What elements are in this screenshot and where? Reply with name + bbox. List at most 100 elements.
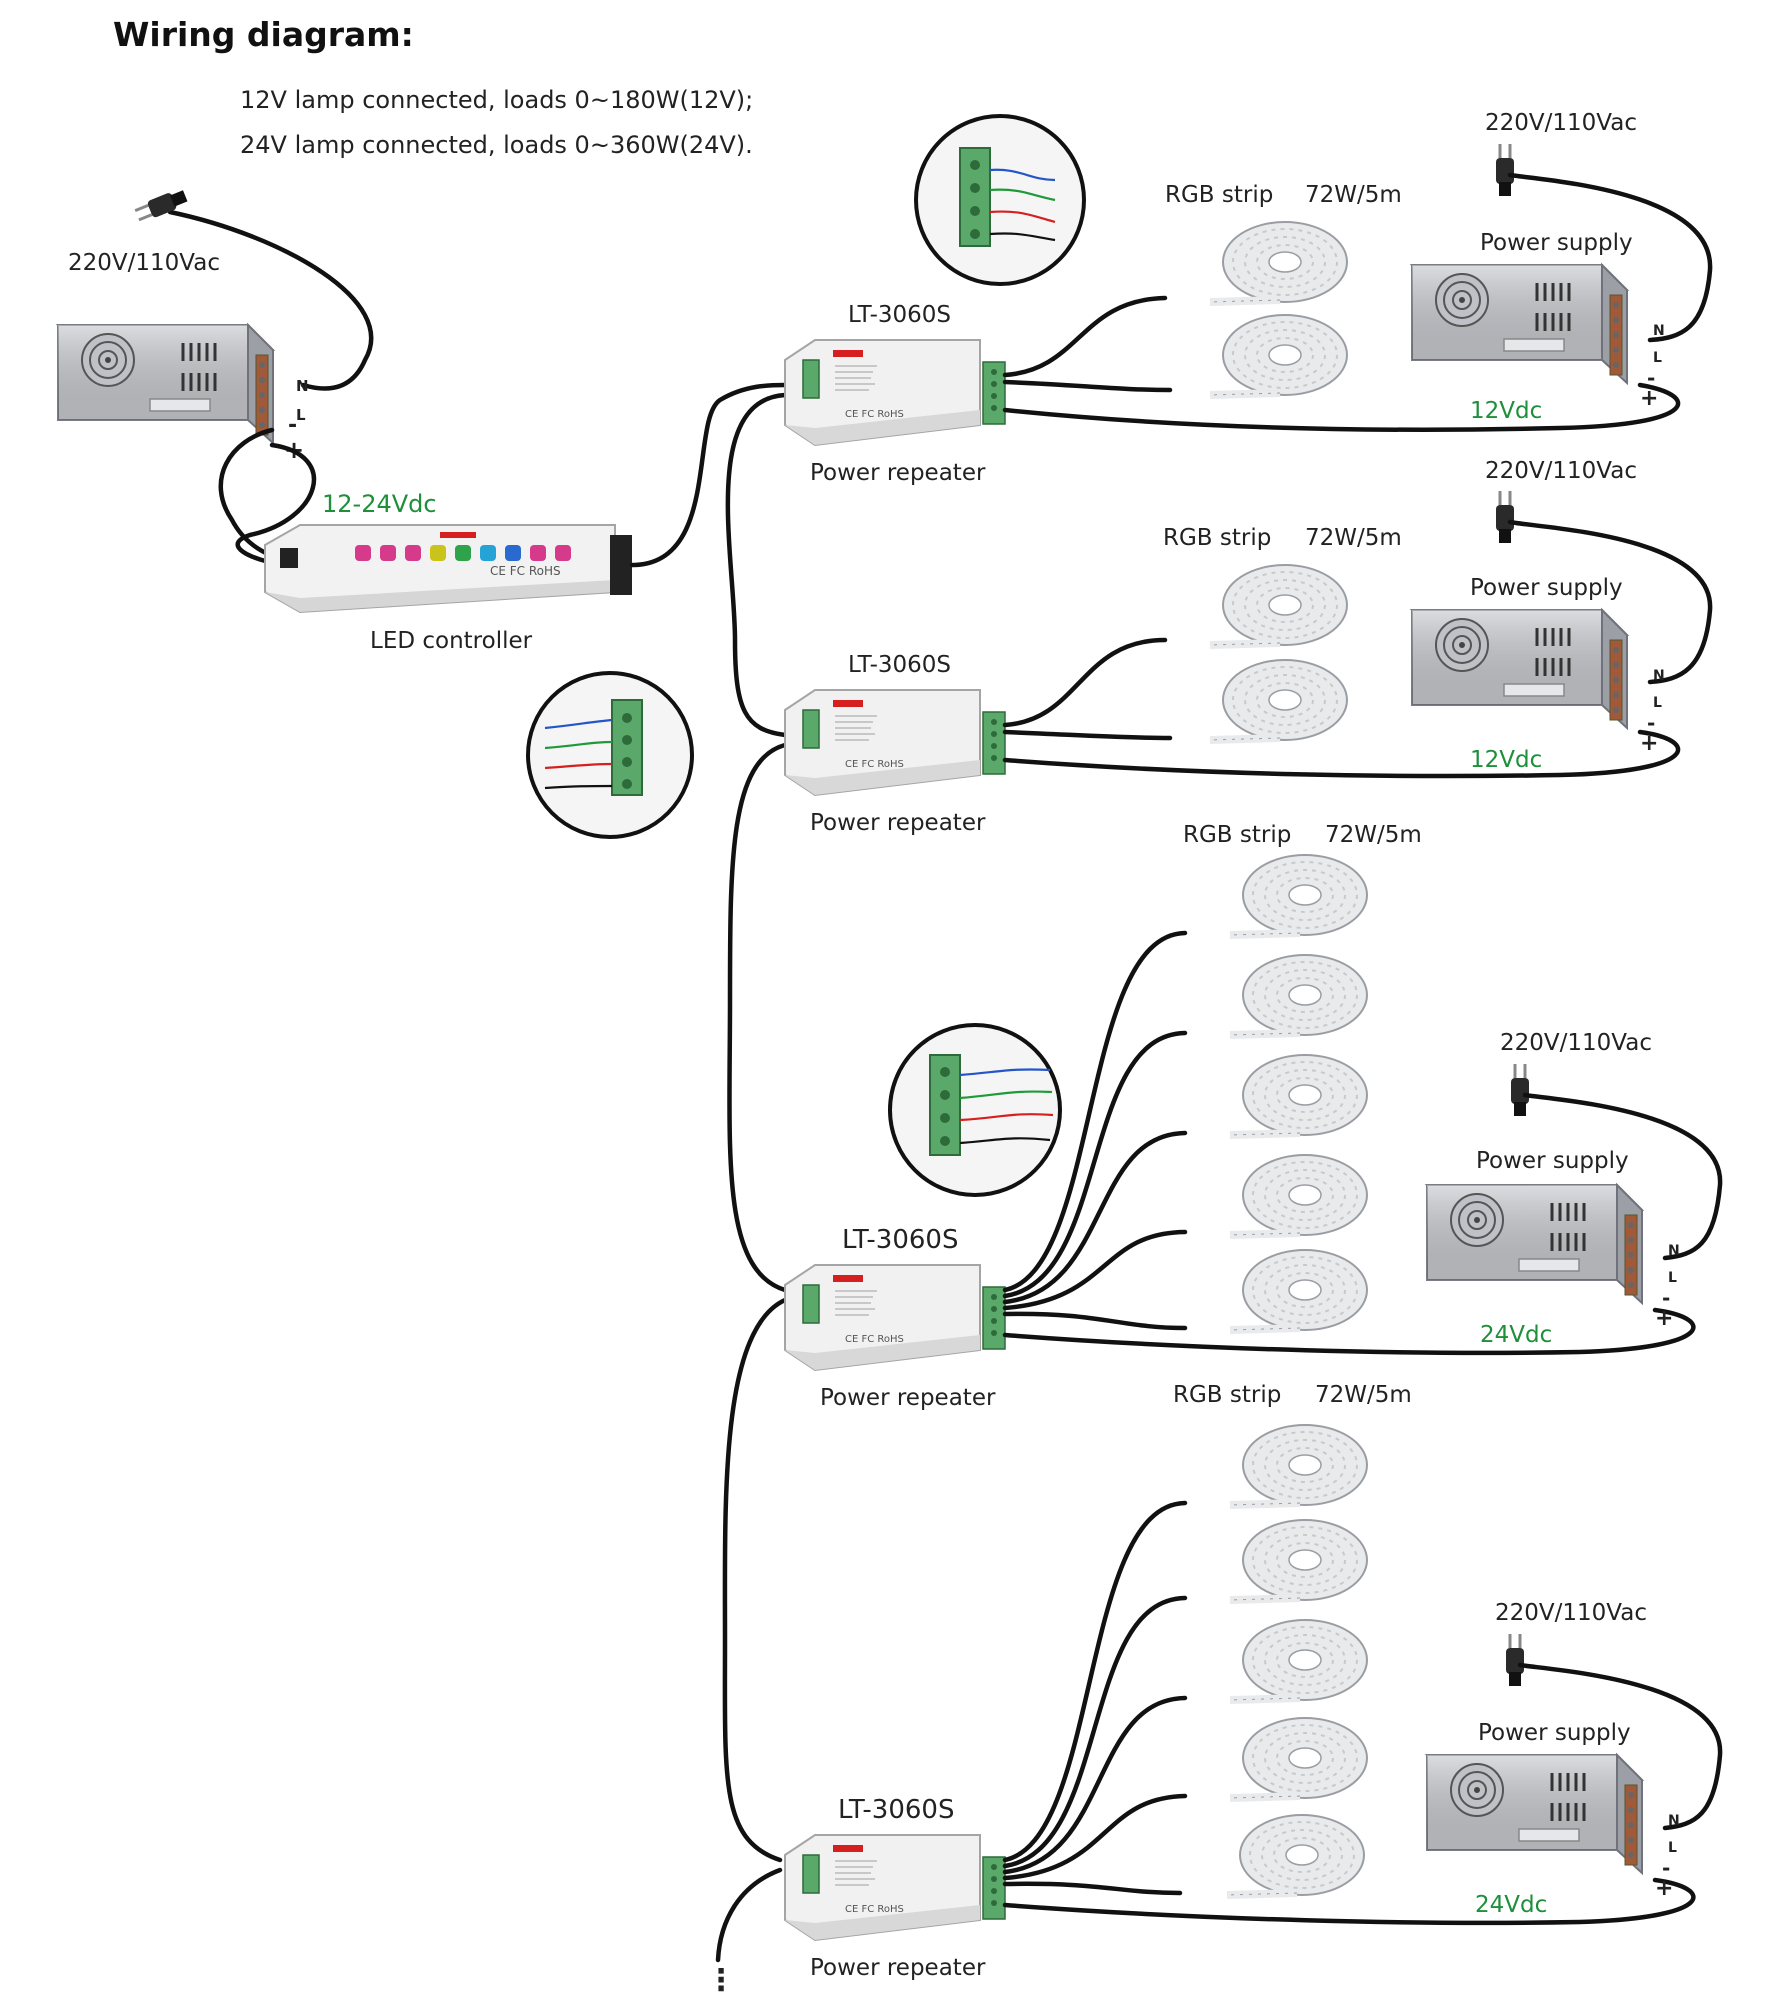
led-controller: CE FC RoHS xyxy=(264,524,632,614)
repeater-2-body xyxy=(784,689,1006,796)
psu-2-plug-icon xyxy=(1494,489,1516,545)
strip-3-label: RGB strip xyxy=(1183,822,1291,848)
psu-3-n-mark: N xyxy=(1668,1243,1680,1259)
psu-3-dc-label: 24Vdc xyxy=(1480,1322,1552,1348)
strip-4c-reel xyxy=(1230,1620,1367,1700)
psu-1-dc-wire xyxy=(1002,382,1681,432)
main-power-supply xyxy=(56,323,275,445)
strip-1a-reel xyxy=(1210,222,1347,302)
main-ac-wire xyxy=(167,209,374,391)
zoom-callout-1 xyxy=(914,114,1086,286)
led-controller-label: LED controller xyxy=(370,628,533,654)
strip-2b-reel xyxy=(1210,660,1347,740)
psu-2 xyxy=(1410,608,1629,730)
strip-4d-wire xyxy=(1002,1793,1188,1881)
psu-1-label: Power supply xyxy=(1480,230,1633,256)
psu-2-dc-wire xyxy=(1002,729,1681,779)
strip-3e-reel xyxy=(1230,1250,1367,1330)
psu-3-dc-wire xyxy=(1002,1307,1696,1356)
psu-3-l-mark: L xyxy=(1668,1270,1677,1286)
section-2: LT-3060S Power repeater RGB strip 72W/5m… xyxy=(784,458,1713,836)
psu-2-n-mark: N xyxy=(1653,668,1665,684)
zoom-callout-2 xyxy=(526,671,694,839)
zoom-callout-3 xyxy=(888,1023,1062,1197)
repeater-3-body xyxy=(784,1264,1006,1371)
strip-4c-wire xyxy=(1002,1695,1188,1875)
strip-3a-reel xyxy=(1230,855,1367,935)
psu-3-ac-label: 220V/110Vac xyxy=(1500,1030,1652,1056)
psu-4-dc-wire xyxy=(1002,1877,1696,1926)
psu-4-l-mark: L xyxy=(1668,1840,1677,1856)
repeater-2-label: Power repeater xyxy=(810,810,986,836)
strip-2-power: 72W/5m xyxy=(1305,525,1402,551)
psu-4-ac-label: 220V/110Vac xyxy=(1495,1600,1647,1626)
psu-2-dc-label: 12Vdc xyxy=(1470,747,1542,773)
main-plug-icon xyxy=(132,185,191,226)
psu-1 xyxy=(1410,263,1629,385)
strip-1-power: 72W/5m xyxy=(1305,182,1402,208)
strip-4a-wire xyxy=(1002,1500,1188,1863)
repeater-4-body xyxy=(784,1834,1006,1941)
psu-4-label: Power supply xyxy=(1478,1720,1631,1746)
psu-2-minus-mark: - xyxy=(1647,711,1655,735)
trunk-wire-3 xyxy=(727,742,788,1293)
strip-1b-reel xyxy=(1210,315,1347,395)
psu-2-l-mark: L xyxy=(1653,695,1662,711)
trunk-wire-2 xyxy=(725,392,788,738)
psu-1-ac-label: 220V/110Vac xyxy=(1485,110,1637,136)
section-1: LT-3060S Power repeater RGB strip 72W/5m… xyxy=(784,110,1713,486)
psu-3-plus-mark: + xyxy=(1655,1306,1673,1331)
strip-2a-reel xyxy=(1210,565,1347,645)
strip-4e-wire xyxy=(1002,1881,1183,1896)
main-psu-minus-mark: - xyxy=(288,413,297,438)
main-dc-label: 12-24Vdc xyxy=(322,490,437,518)
strip-4-label: RGB strip xyxy=(1173,1382,1281,1408)
strip-4-power: 72W/5m xyxy=(1315,1382,1412,1408)
psu-4-minus-mark: - xyxy=(1662,1856,1670,1880)
strip-3c-wire xyxy=(1002,1130,1188,1305)
svg-text:CE FC RoHS: CE FC RoHS xyxy=(490,564,561,578)
strip-3d-wire xyxy=(1002,1229,1188,1311)
psu-3-label: Power supply xyxy=(1476,1148,1629,1174)
strip-4e-reel xyxy=(1227,1815,1364,1895)
repeater-1-model: LT-3060S xyxy=(848,302,951,328)
strip-4b-reel xyxy=(1230,1520,1367,1600)
repeater-3-model: LT-3060S xyxy=(842,1225,958,1255)
psu-1-plug-icon xyxy=(1494,142,1516,198)
section-4: LT-3060S Power repeater RGB strip 72W/5m… xyxy=(784,1382,1723,1981)
psu-1-plus-mark: + xyxy=(1640,386,1658,411)
psu-3-plug-icon xyxy=(1509,1062,1531,1118)
strip-1-label: RGB strip xyxy=(1165,182,1273,208)
strip-1b-wire xyxy=(1002,379,1173,393)
psu-4-n-mark: N xyxy=(1668,1813,1680,1829)
psu-2-plus-mark: + xyxy=(1640,731,1658,756)
psu-1-l-mark: L xyxy=(1653,350,1662,366)
strip-3d-reel xyxy=(1230,1155,1367,1235)
repeater-1-body xyxy=(784,339,1006,446)
psu-4-plug-icon xyxy=(1504,1632,1526,1688)
strip-3b-wire xyxy=(1002,1030,1188,1299)
psu-3-minus-mark: - xyxy=(1662,1286,1670,1310)
main-ac-label: 220V/110Vac xyxy=(68,250,220,276)
trunk-wire-5 xyxy=(715,1867,783,1963)
strip-4b-wire xyxy=(1002,1595,1188,1869)
psu-4 xyxy=(1425,1753,1644,1875)
trunk-wire-1 xyxy=(629,382,788,568)
main-psu-n-mark: N xyxy=(296,377,309,395)
psu-3 xyxy=(1425,1183,1644,1305)
note-12v: 12V lamp connected, loads 0~180W(12V); xyxy=(240,86,753,114)
psu-1-n-mark: N xyxy=(1653,323,1665,339)
strip-3b-reel xyxy=(1230,955,1367,1035)
diagram-title: Wiring diagram: xyxy=(113,15,414,54)
repeater-4-model: LT-3060S xyxy=(838,1795,954,1825)
psu-4-ac-wire xyxy=(1517,1662,1723,1831)
main-psu-l-mark: L xyxy=(296,406,306,424)
repeater-4-label: Power repeater xyxy=(810,1955,986,1981)
trunk-wire-4 xyxy=(722,1297,788,1863)
strip-4d-reel xyxy=(1230,1718,1367,1798)
psu-1-minus-mark: - xyxy=(1647,366,1655,390)
psu-2-ac-label: 220V/110Vac xyxy=(1485,458,1637,484)
strip-2b-wire xyxy=(1002,729,1173,741)
psu-3-ac-wire xyxy=(1522,1092,1723,1261)
